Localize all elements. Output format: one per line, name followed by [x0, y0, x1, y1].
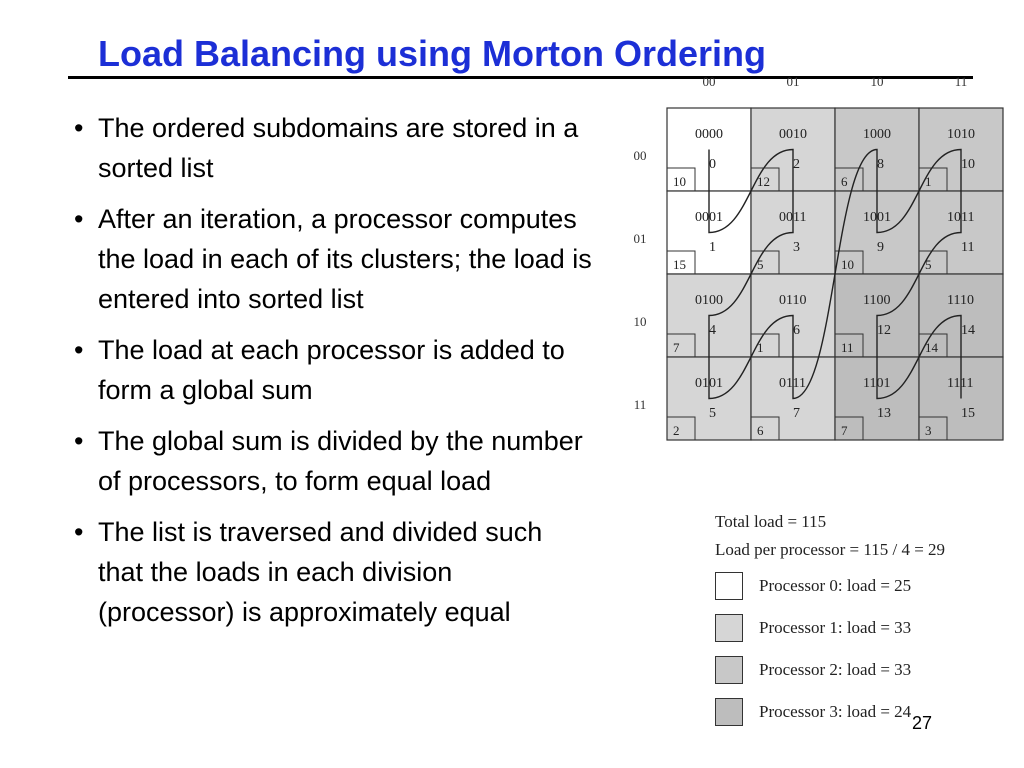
cell-load: 7	[673, 340, 680, 355]
cell-order: 11	[961, 240, 974, 255]
cell-code: 0110	[779, 293, 806, 308]
bullet-item: • The global sum is divided by the number…	[74, 421, 594, 501]
cell-order: 3	[793, 240, 800, 255]
cell-order: 15	[961, 406, 975, 421]
bullet-item: • The load at each processor is added to …	[74, 330, 594, 410]
bullet-dot: •	[74, 204, 84, 234]
bullet-dot: •	[74, 335, 84, 365]
cell-load: 5	[925, 257, 932, 272]
column-label: 10	[871, 74, 884, 89]
cell-order: 14	[961, 323, 975, 338]
cell-load-box	[835, 333, 864, 357]
cell-load-box	[919, 167, 948, 191]
cell-load-box	[835, 167, 864, 191]
bullet-dot: •	[74, 113, 84, 143]
bullet-list: • The ordered subdomains are stored in a …	[74, 108, 594, 643]
cell-code: 1010	[947, 127, 975, 142]
cell-load: 10	[673, 174, 686, 189]
cell-code: 1111	[947, 376, 973, 391]
cell-order: 12	[877, 323, 891, 338]
title-underline	[68, 76, 973, 79]
processor-2-swatch	[715, 656, 743, 684]
cell-order: 0	[709, 157, 716, 172]
cell-load-box	[667, 250, 696, 274]
cell-load-box	[751, 416, 780, 440]
bullet-item: • After an iteration, a processor compute…	[74, 199, 594, 319]
cell-code: 0100	[695, 293, 723, 308]
cell-load: 3	[925, 423, 932, 438]
bullet-text: The list is traversed and divided such t…	[98, 517, 543, 627]
slide-title: Load Balancing using Morton Ordering	[98, 33, 767, 74]
cell-load: 12	[757, 174, 770, 189]
bullet-dot: •	[74, 517, 84, 547]
column-label: 01	[787, 74, 800, 89]
cell-order: 13	[877, 406, 891, 421]
processor-1-label: Processor 1: load = 33	[759, 618, 912, 637]
cell-load-box	[667, 416, 696, 440]
cell-load-box	[919, 416, 948, 440]
processor-3-label: Processor 3: load = 24	[759, 702, 912, 721]
cell-load-box	[751, 333, 780, 357]
load-per-processor-text: Load per processor = 115 / 4 = 29	[715, 540, 946, 559]
bullet-text: The global sum is divided by the number …	[98, 426, 583, 496]
cell-code: 0000	[695, 127, 723, 142]
column-label: 00	[703, 74, 716, 89]
cell-order: 2	[793, 157, 800, 172]
processor-1-swatch	[715, 614, 743, 642]
bullet-item: • The ordered subdomains are stored in a …	[74, 108, 594, 188]
cell-order: 4	[709, 323, 716, 338]
cell-code: 0010	[779, 127, 807, 142]
cell-order: 7	[793, 406, 800, 421]
cell-order: 9	[877, 240, 884, 255]
cell-load: 7	[841, 423, 848, 438]
row-label: 00	[634, 148, 647, 163]
cell-load: 6	[841, 174, 848, 189]
processor-0-label: Processor 0: load = 25	[759, 576, 912, 595]
cell-code: 1110	[947, 293, 974, 308]
processor-3-swatch	[715, 698, 743, 726]
morton-curve	[708, 148, 962, 400]
cell-load-box	[751, 167, 780, 191]
total-load-text: Total load = 115	[715, 512, 827, 531]
cell-load: 10	[841, 257, 854, 272]
page-number: 27	[912, 713, 933, 733]
cell-order: 8	[877, 157, 884, 172]
row-label: 10	[634, 314, 647, 329]
processor-0-swatch	[715, 572, 743, 600]
cell-load: 14	[925, 340, 939, 355]
column-label: 11	[955, 74, 968, 89]
cell-code: 1100	[863, 293, 890, 308]
cell-load: 5	[757, 257, 764, 272]
cell-load-box	[667, 333, 696, 357]
cell-order: 10	[961, 157, 975, 172]
cell-load: 15	[673, 257, 686, 272]
bullet-text: The load at each processor is added to f…	[98, 335, 565, 405]
cell-load-box	[919, 250, 948, 274]
row-label: 11	[634, 397, 647, 412]
cell-load-box	[751, 250, 780, 274]
cell-order: 5	[709, 406, 716, 421]
cell-load: 2	[673, 423, 680, 438]
bullet-text: The ordered subdomains are stored in a s…	[98, 113, 579, 183]
processor-2-label: Processor 2: load = 33	[759, 660, 912, 679]
cell-load: 1	[925, 174, 932, 189]
cell-code: 1000	[863, 127, 891, 142]
cell-load-box	[835, 250, 864, 274]
cell-load-box	[919, 333, 948, 357]
cell-load: 6	[757, 423, 764, 438]
bullet-dot: •	[74, 426, 84, 456]
cell-order: 1	[709, 240, 716, 255]
cell-load: 11	[841, 340, 854, 355]
cell-load: 1	[757, 340, 764, 355]
cell-load-box	[667, 167, 696, 191]
bullet-item: • The list is traversed and divided such …	[74, 512, 594, 632]
cell-order: 6	[793, 323, 800, 338]
cell-load-box	[835, 416, 864, 440]
row-label: 01	[634, 231, 647, 246]
bullet-text: After an iteration, a processor computes…	[98, 204, 592, 314]
